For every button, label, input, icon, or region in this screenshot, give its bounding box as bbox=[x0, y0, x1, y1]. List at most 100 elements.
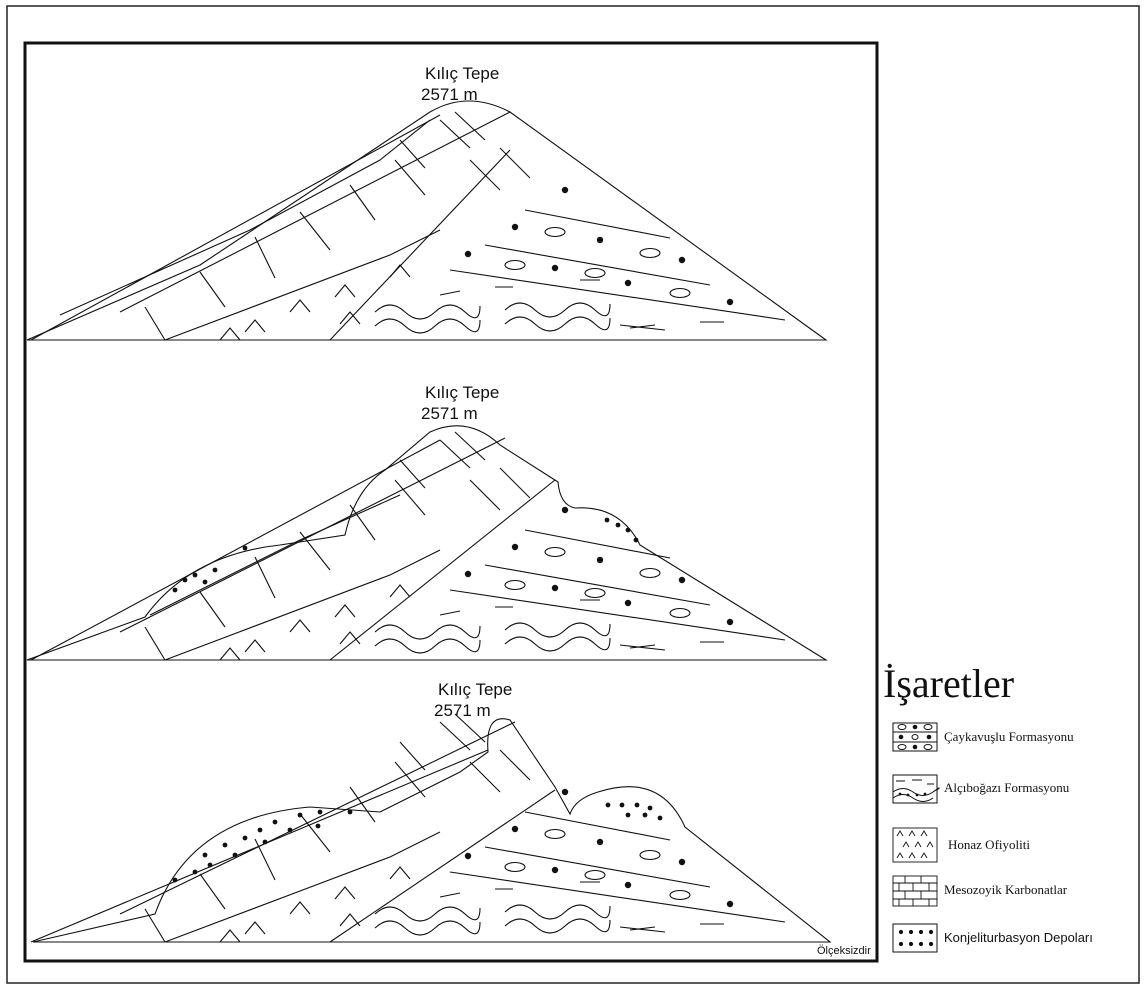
ophiolite-chevron bbox=[219, 929, 241, 943]
gravel-dot bbox=[596, 236, 604, 244]
gravel-dot bbox=[625, 527, 631, 533]
gravel-dot bbox=[202, 579, 208, 585]
gravel-dot bbox=[726, 618, 734, 626]
pebble-ellipse bbox=[544, 546, 566, 558]
bedding-joint bbox=[254, 556, 276, 599]
gravel-dot bbox=[624, 599, 632, 607]
panel-3-peak-elevation: 2571 m bbox=[434, 701, 491, 720]
gravel-dot bbox=[633, 537, 639, 543]
sediment-dash bbox=[629, 324, 656, 329]
strata-line bbox=[119, 721, 516, 915]
pebble-ellipse bbox=[584, 267, 606, 279]
gravel-dot bbox=[347, 809, 353, 815]
pebble-ellipse bbox=[639, 567, 661, 579]
formation-line bbox=[484, 564, 711, 606]
bedding-joint bbox=[394, 761, 426, 798]
sediment-dash bbox=[439, 290, 461, 296]
bedding-joint bbox=[144, 626, 166, 661]
gravel-dot bbox=[262, 839, 268, 845]
scale-note: Ölçeksizdir bbox=[817, 945, 871, 957]
bedding-joint bbox=[299, 813, 331, 853]
legend-item-mesozoyik: Mesozoyik Karbonatlar bbox=[892, 875, 1068, 907]
ophiolite-chevron bbox=[389, 584, 411, 598]
gravel-dot bbox=[615, 522, 621, 528]
strata-line bbox=[119, 437, 506, 633]
wavy-dotted-pattern-icon bbox=[892, 774, 940, 804]
gravel-dot bbox=[561, 506, 569, 514]
gravel-dot bbox=[678, 576, 686, 584]
panel-3-peak-name: Kılıç Tepe bbox=[438, 680, 512, 699]
wavy-bed bbox=[374, 638, 481, 654]
ophiolite-chevron bbox=[334, 886, 356, 900]
bedding-joint bbox=[399, 139, 426, 169]
legend-item-konjeliturbasyon: Konjeliturbasyon Depoları bbox=[892, 923, 1093, 953]
dot-pattern-icon bbox=[892, 923, 938, 953]
gravel-dot bbox=[317, 809, 323, 815]
gravel-dot bbox=[561, 186, 569, 194]
pebble-ellipse bbox=[639, 247, 661, 259]
gravel-dot bbox=[642, 812, 648, 818]
gravel-dot bbox=[678, 256, 686, 264]
bedding-joint bbox=[199, 873, 226, 910]
gravel-dot bbox=[242, 835, 248, 841]
gravel-dot bbox=[511, 825, 519, 833]
formation-line bbox=[449, 871, 786, 923]
wavy-bed bbox=[374, 906, 481, 922]
strata-line bbox=[164, 831, 441, 943]
gravel-dot bbox=[287, 827, 293, 833]
wavy-bed bbox=[374, 318, 481, 334]
pebble-ellipse bbox=[504, 861, 526, 873]
chevron-pattern-icon bbox=[892, 827, 938, 863]
formation-line bbox=[449, 269, 786, 321]
pebble-ellipse bbox=[669, 287, 691, 299]
legend-label-caykavuslu: Çaykavuşlu Formasyonu bbox=[944, 729, 1074, 744]
wavy-bed bbox=[504, 636, 611, 652]
pebble-ellipse bbox=[584, 869, 606, 881]
gravel-dot bbox=[551, 866, 559, 874]
bedding-joint bbox=[399, 741, 426, 771]
strata-line bbox=[164, 549, 441, 661]
bedding-joint bbox=[349, 504, 376, 541]
ophiolite-chevron bbox=[389, 264, 411, 278]
bedding-joint bbox=[144, 908, 166, 943]
wavy-bed bbox=[504, 904, 611, 920]
gravel-dot bbox=[272, 819, 278, 825]
wavy-bed bbox=[504, 622, 611, 638]
ophiolite-chevron bbox=[244, 319, 266, 333]
bedding-joint bbox=[439, 119, 471, 149]
thrust-contact bbox=[329, 789, 556, 943]
wavy-bed bbox=[374, 624, 481, 640]
gravel-dot bbox=[222, 842, 228, 848]
gravel-dot bbox=[624, 881, 632, 889]
wavy-bed bbox=[504, 302, 611, 318]
strata-line bbox=[30, 114, 441, 341]
formation-line bbox=[484, 846, 711, 888]
ophiolite-chevron bbox=[339, 913, 361, 927]
cross-section-panel-3 bbox=[30, 713, 832, 943]
ophiolite-chevron bbox=[339, 631, 361, 645]
bedding-joint bbox=[469, 761, 501, 793]
formation-line bbox=[524, 209, 671, 239]
legend: İşaretler Çaykavuşlu Formasyonu bbox=[883, 661, 1093, 953]
gravel-dot bbox=[297, 812, 303, 818]
pebble-ellipse bbox=[584, 587, 606, 599]
panel-2-peak-elevation: 2571 m bbox=[421, 404, 478, 423]
brick-pattern-icon bbox=[892, 875, 938, 907]
gravel-dot bbox=[625, 812, 631, 818]
strata-line bbox=[30, 439, 441, 661]
wavy-bed bbox=[374, 920, 481, 936]
gravel-dot bbox=[511, 223, 519, 231]
conglomerate-pattern-icon bbox=[892, 722, 938, 752]
legend-item-alciboğazi: Alçıboğazı Formasyonu bbox=[892, 774, 1070, 804]
bedding-joint bbox=[399, 459, 426, 489]
formation-line bbox=[449, 589, 786, 641]
bedding-joint bbox=[439, 721, 471, 751]
bedding-joint bbox=[469, 159, 501, 191]
bedding-joint bbox=[394, 479, 426, 516]
cross-section-panel-2 bbox=[26, 425, 828, 661]
legend-label-mesozoyik: Mesozoyik Karbonatlar bbox=[944, 882, 1068, 897]
gravel-dot bbox=[596, 838, 604, 846]
sediment-dash bbox=[439, 892, 461, 898]
legend-item-honaz: Honaz Ofiyoliti bbox=[892, 827, 1030, 863]
